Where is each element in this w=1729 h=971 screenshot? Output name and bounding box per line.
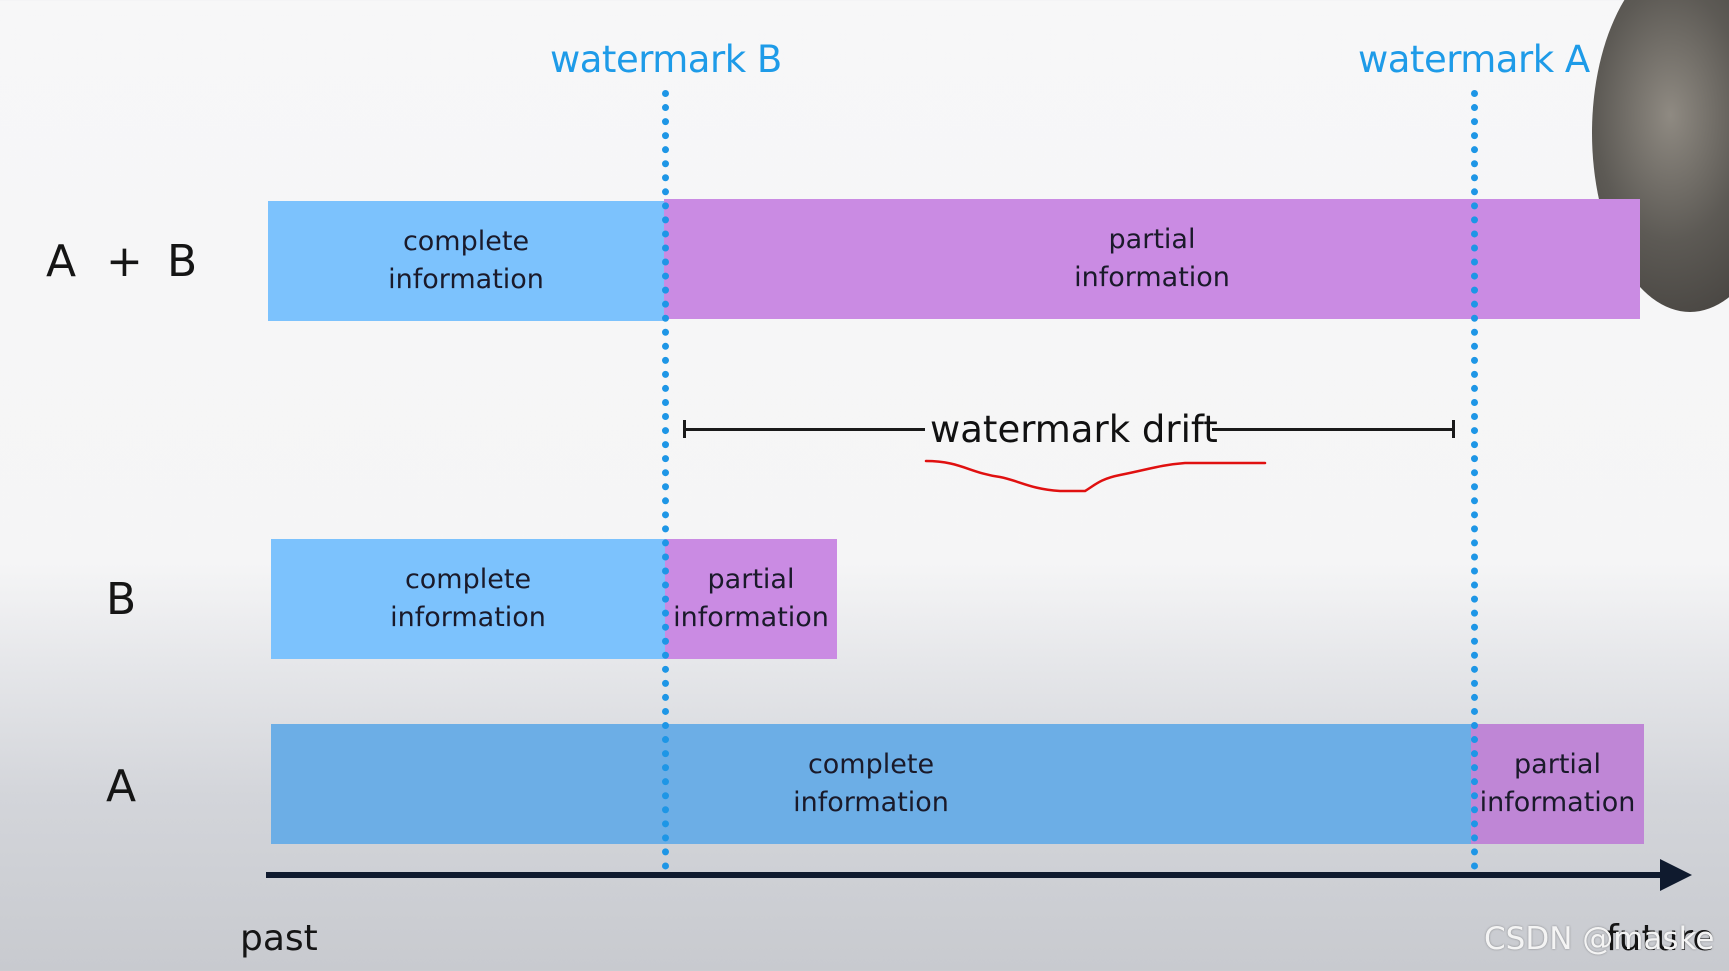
b-complete-information-bar: complete information xyxy=(271,539,665,659)
a-partial-line1: partial xyxy=(1514,749,1601,780)
ab-partial-line2: information xyxy=(1074,262,1230,293)
row-label-b: B xyxy=(167,236,198,287)
b-partial-line2: information xyxy=(673,602,829,633)
ab-partial-line1: partial xyxy=(1108,224,1196,255)
a-complete-information-bar: complete information xyxy=(271,724,1471,844)
row-label-b-only: B xyxy=(106,574,137,625)
ab-complete-line2: information xyxy=(388,264,544,295)
time-axis-arrow-icon xyxy=(1660,859,1692,891)
watermark-a-line xyxy=(1471,90,1478,870)
watermark-b-line xyxy=(662,90,669,870)
b-partial-information-bar: partial information xyxy=(665,539,837,659)
ab-partial-information-bar: partial information xyxy=(664,199,1640,319)
axis-label-future: future xyxy=(1606,918,1715,959)
drift-left-cap xyxy=(683,420,686,438)
ab-complete-line1: complete xyxy=(402,226,530,257)
time-axis-line xyxy=(266,872,1666,878)
a-complete-line1: complete xyxy=(807,749,935,780)
row-label-a: A xyxy=(46,236,77,287)
row-label-a-only: A xyxy=(106,761,137,812)
watermark-b-label: watermark B xyxy=(550,38,782,81)
drift-right-line xyxy=(1212,428,1454,431)
red-underline-annotation xyxy=(924,459,1267,493)
a-complete-line2: information xyxy=(793,787,949,818)
csdn-watermark-text: CSDN @maske xyxy=(1484,921,1715,957)
a-partial-information-bar: partial information xyxy=(1471,724,1644,844)
drift-right-cap xyxy=(1452,420,1455,438)
drift-left-line xyxy=(685,428,925,431)
axis-label-past: past xyxy=(240,918,318,959)
b-partial-line1: partial xyxy=(707,564,795,595)
b-complete-line1: complete xyxy=(404,564,532,595)
a-partial-line2: information xyxy=(1479,787,1636,818)
annotation-stroke xyxy=(924,459,1267,493)
b-complete-line2: information xyxy=(390,602,546,633)
row-label-plus: + xyxy=(106,236,143,287)
ab-complete-information-bar: complete information xyxy=(268,201,664,321)
watermark-drift-label: watermark drift xyxy=(930,408,1218,451)
watermark-a-label: watermark A xyxy=(1358,38,1590,81)
